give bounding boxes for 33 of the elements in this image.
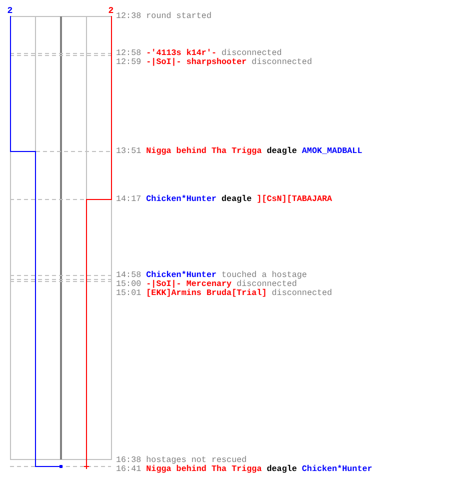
timestamp: 14:58 — [116, 270, 142, 280]
player-name: Nigga behind Tha Trigga — [146, 146, 262, 156]
timestamp: 16:38 — [116, 456, 142, 464]
weapon-name: deagle — [266, 146, 297, 156]
weapon-name: deagle — [222, 194, 252, 204]
timestamp: 12:59 — [116, 58, 142, 66]
timestamp: 14:17 — [116, 194, 142, 204]
event-text: touched a hostage — [222, 270, 307, 280]
player-name: -|SoI|- sharpshooter — [146, 58, 247, 66]
event-text: disconnected — [222, 48, 282, 58]
player-name: ][CsN][TABAJARA — [256, 194, 332, 204]
player-name: AMOK_MADBALL — [302, 146, 362, 156]
event-text: disconnected — [272, 288, 332, 298]
player-name: -|SoI|- Mercenary — [146, 280, 232, 288]
timestamp: 13:51 — [116, 146, 142, 156]
timestamp: 15:00 — [116, 280, 142, 288]
event-text: disconnected — [252, 58, 312, 66]
player-count: 2 — [108, 7, 114, 16]
player-count: 2 — [7, 7, 13, 16]
player-name: Nigga behind Tha Trigga — [146, 464, 262, 474]
timestamp: 16:41 — [116, 464, 142, 474]
event-text: hostages not rescued — [146, 456, 247, 464]
player-name: Chicken*Hunter — [146, 194, 217, 204]
player-name: Chicken*Hunter — [146, 270, 217, 280]
player-name: Chicken*Hunter — [302, 464, 372, 474]
player-name: [EKK]Armins Bruda[Trial] — [146, 288, 267, 298]
timestamp: 12:58 — [116, 48, 142, 58]
timestamp: 12:38 — [116, 12, 142, 20]
timestamp: 15:01 — [116, 288, 142, 298]
player-name: -'4113s k14r'- — [146, 48, 217, 58]
weapon-name: deagle — [266, 464, 297, 474]
event-text: disconnected — [236, 280, 297, 288]
event-text: round started — [146, 12, 212, 20]
